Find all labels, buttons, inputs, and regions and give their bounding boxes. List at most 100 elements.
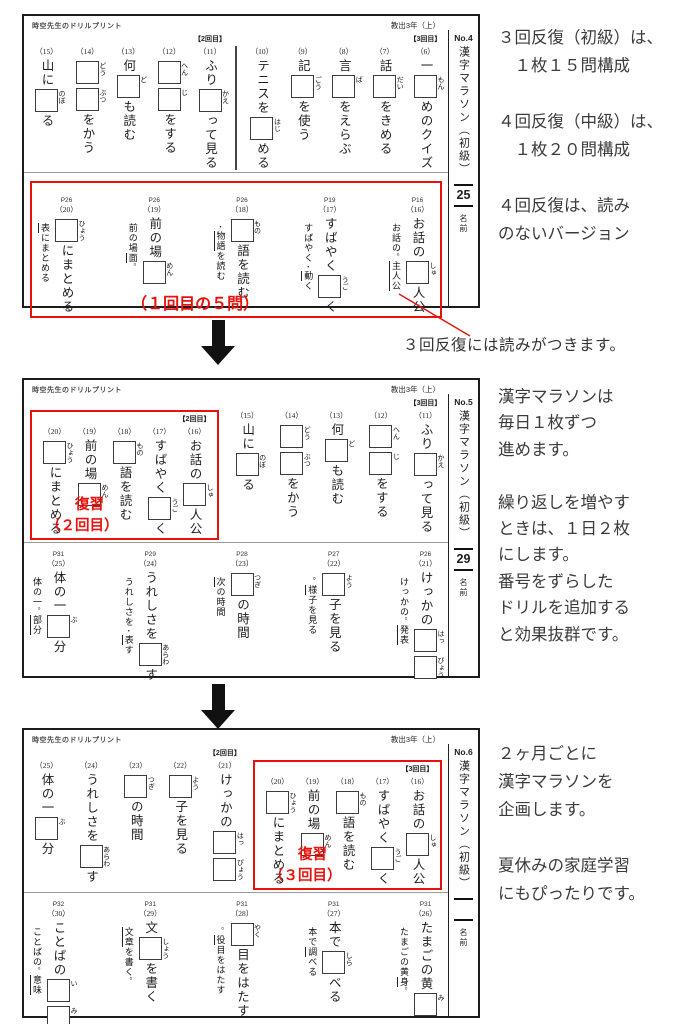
problems-area: 【3回目】（16）お話のしゅ人公（17）すばやくうごく（18）もの語を読む（19… bbox=[24, 744, 448, 1024]
problem-column: P29（24）うれしさをあらわす bbox=[134, 551, 170, 682]
text-run: をする bbox=[373, 477, 388, 519]
problem-text: 体の一ぶ分 bbox=[47, 571, 78, 654]
answer-box: ぶ bbox=[35, 817, 66, 840]
problem-number: （24） bbox=[139, 559, 162, 568]
problem-number: （21） bbox=[213, 761, 237, 770]
problem-number: （13） bbox=[325, 411, 348, 420]
repeat-tag: 【2回目】 bbox=[194, 36, 226, 43]
furigana-reading: しら bbox=[345, 952, 354, 966]
page-number bbox=[454, 898, 473, 921]
text-run: 体の一 bbox=[39, 773, 54, 815]
furigana-reading: どう bbox=[303, 426, 312, 440]
text-run: ことばの bbox=[51, 921, 66, 977]
furigana-reading: やく bbox=[253, 924, 262, 938]
problem-text: たまごの黄み bbox=[414, 921, 445, 1018]
problem-text: 前の場めん bbox=[300, 789, 332, 858]
text-run: うれしさを bbox=[143, 571, 158, 641]
problem: （24）うれしさをあらわす bbox=[75, 760, 111, 884]
problem-text: 文しょうを書く bbox=[138, 921, 170, 1004]
kana-mark: 。 bbox=[128, 263, 137, 271]
emphasized-answer: 調 bbox=[305, 947, 318, 957]
problem-number: （14） bbox=[76, 47, 99, 56]
emphasized-answer: 物語 bbox=[213, 231, 226, 251]
problem-number: （19） bbox=[78, 427, 101, 436]
problem-number: （15） bbox=[35, 47, 58, 56]
problem-text: ひょうにまとめる bbox=[55, 217, 86, 314]
answer-box: ひょう bbox=[265, 791, 297, 814]
text-run: 何 bbox=[329, 423, 344, 437]
hint-text: すばやく bbox=[303, 223, 314, 263]
emphasized-answer: 部分 bbox=[30, 615, 42, 635]
kana-mark: 。 bbox=[216, 927, 225, 935]
kana-mark: ・ bbox=[304, 263, 313, 271]
arrow-bar bbox=[211, 684, 225, 710]
furigana-reading: めん bbox=[165, 262, 174, 276]
problem: （7）話だいをきめる bbox=[368, 46, 404, 156]
problem-column: （19）前の場めん bbox=[73, 426, 109, 508]
problem: 【2回目】（16）お話のしゅ人公 bbox=[178, 416, 214, 536]
problem: P26（19）前の場めん前の場面。 bbox=[125, 197, 174, 314]
problem-text: けっかのはっぴょう bbox=[213, 773, 244, 883]
problem-number: （25） bbox=[47, 559, 70, 568]
emphasized-answer: 表 bbox=[121, 635, 134, 645]
text-run: をかう bbox=[80, 113, 95, 155]
problem-column: P31（29）文しょうを書く bbox=[134, 901, 170, 1004]
problem-column: P31（28）やく目をはたす bbox=[226, 901, 262, 1018]
answer-box: よう bbox=[322, 573, 353, 596]
furigana-reading: ぴょう bbox=[437, 657, 445, 678]
problem-column: （12）へんじをする bbox=[153, 46, 189, 155]
answer-box: へん bbox=[369, 425, 400, 448]
annotation-block-3: ２ヶ月ごとに 漢字マラソンを 企画します。 夏休みの家庭学習 にもぴったりです。 bbox=[498, 745, 645, 904]
reading-hint: けっかの。発表 bbox=[397, 577, 409, 645]
text-run: すばやく bbox=[322, 217, 337, 273]
problem: （14）どうぶつをかう bbox=[275, 410, 312, 519]
problem-number: （22） bbox=[322, 559, 346, 568]
text-run: く bbox=[375, 872, 390, 886]
problem: P31（28）やく目をはたす。役目をはたす bbox=[213, 901, 262, 1018]
brand-text: 時空先生のドリルプリント bbox=[32, 737, 122, 744]
problem-column: （19）前の場めん bbox=[296, 776, 332, 858]
text-run: 語を読む bbox=[235, 244, 249, 300]
problem: 【2回目】（11）ふりかえって見る bbox=[194, 36, 230, 170]
emphasized-answer: 面 bbox=[125, 253, 138, 263]
furigana-reading: かえ bbox=[221, 90, 230, 104]
problem-column: 【3回目】（16）お話のしゅ人公 bbox=[401, 766, 437, 886]
sheet-body: 【3回目】（11）ふりかえって見る（12）へんじをする（13）何ども読む（14）… bbox=[24, 380, 478, 682]
hint-text: す bbox=[123, 645, 134, 655]
text-run: く bbox=[152, 522, 167, 536]
problem: （12）へんじをする bbox=[364, 410, 400, 519]
problem-number: （27） bbox=[322, 909, 346, 918]
problem-number: （28） bbox=[230, 909, 254, 918]
kana-mark: 。 bbox=[308, 577, 317, 585]
answer-box: はじ bbox=[250, 117, 281, 140]
hint-text: の時間 bbox=[215, 587, 226, 617]
problem-column: 【2回目】（11）ふりかえって見る bbox=[194, 36, 230, 170]
problem-text: もの語を読む bbox=[230, 217, 262, 300]
reading-hint: 文章を書く。 bbox=[121, 927, 134, 985]
text-run: すばやく bbox=[152, 439, 167, 495]
emphasized-answer: 発表 bbox=[397, 625, 409, 645]
problem-column: （15）山にのぼる bbox=[231, 410, 267, 492]
problem-number: （16） bbox=[406, 205, 429, 214]
problem-column: （9）記ごうを使う bbox=[286, 46, 322, 142]
answer-box: はっ bbox=[414, 629, 445, 652]
emphasized-answer: 文章 bbox=[121, 927, 134, 947]
problem: P31（25）体の一ぶ分体の一。部分 bbox=[30, 551, 78, 654]
reading-hint: 。様子を見る bbox=[305, 577, 318, 635]
problem-text: 山にのぼる bbox=[35, 59, 66, 128]
page-number: 25 bbox=[454, 184, 473, 207]
furigana-reading: ひょう bbox=[78, 220, 86, 241]
problem: （13）何ども読む bbox=[112, 46, 148, 142]
repeat-tag: 【2回目】 bbox=[178, 416, 211, 423]
problem-column: （13）何ども読む bbox=[320, 410, 356, 506]
furigana-reading: じ bbox=[180, 89, 189, 96]
problem-column: （17）すばやくうごく bbox=[366, 776, 402, 886]
answer-box: ぶつ bbox=[280, 452, 311, 475]
problem-row-top: 【3回目】（16）お話のしゅ人公（17）すばやくうごく（18）もの語を読む（19… bbox=[24, 744, 448, 892]
furigana-reading: うご bbox=[171, 498, 179, 512]
problem-column: P16（16）お話のしゅ人公 bbox=[401, 197, 437, 314]
problem-number: （12） bbox=[369, 411, 393, 420]
text-run: 前の場 bbox=[305, 789, 320, 831]
furigana-reading: よう bbox=[345, 574, 354, 588]
